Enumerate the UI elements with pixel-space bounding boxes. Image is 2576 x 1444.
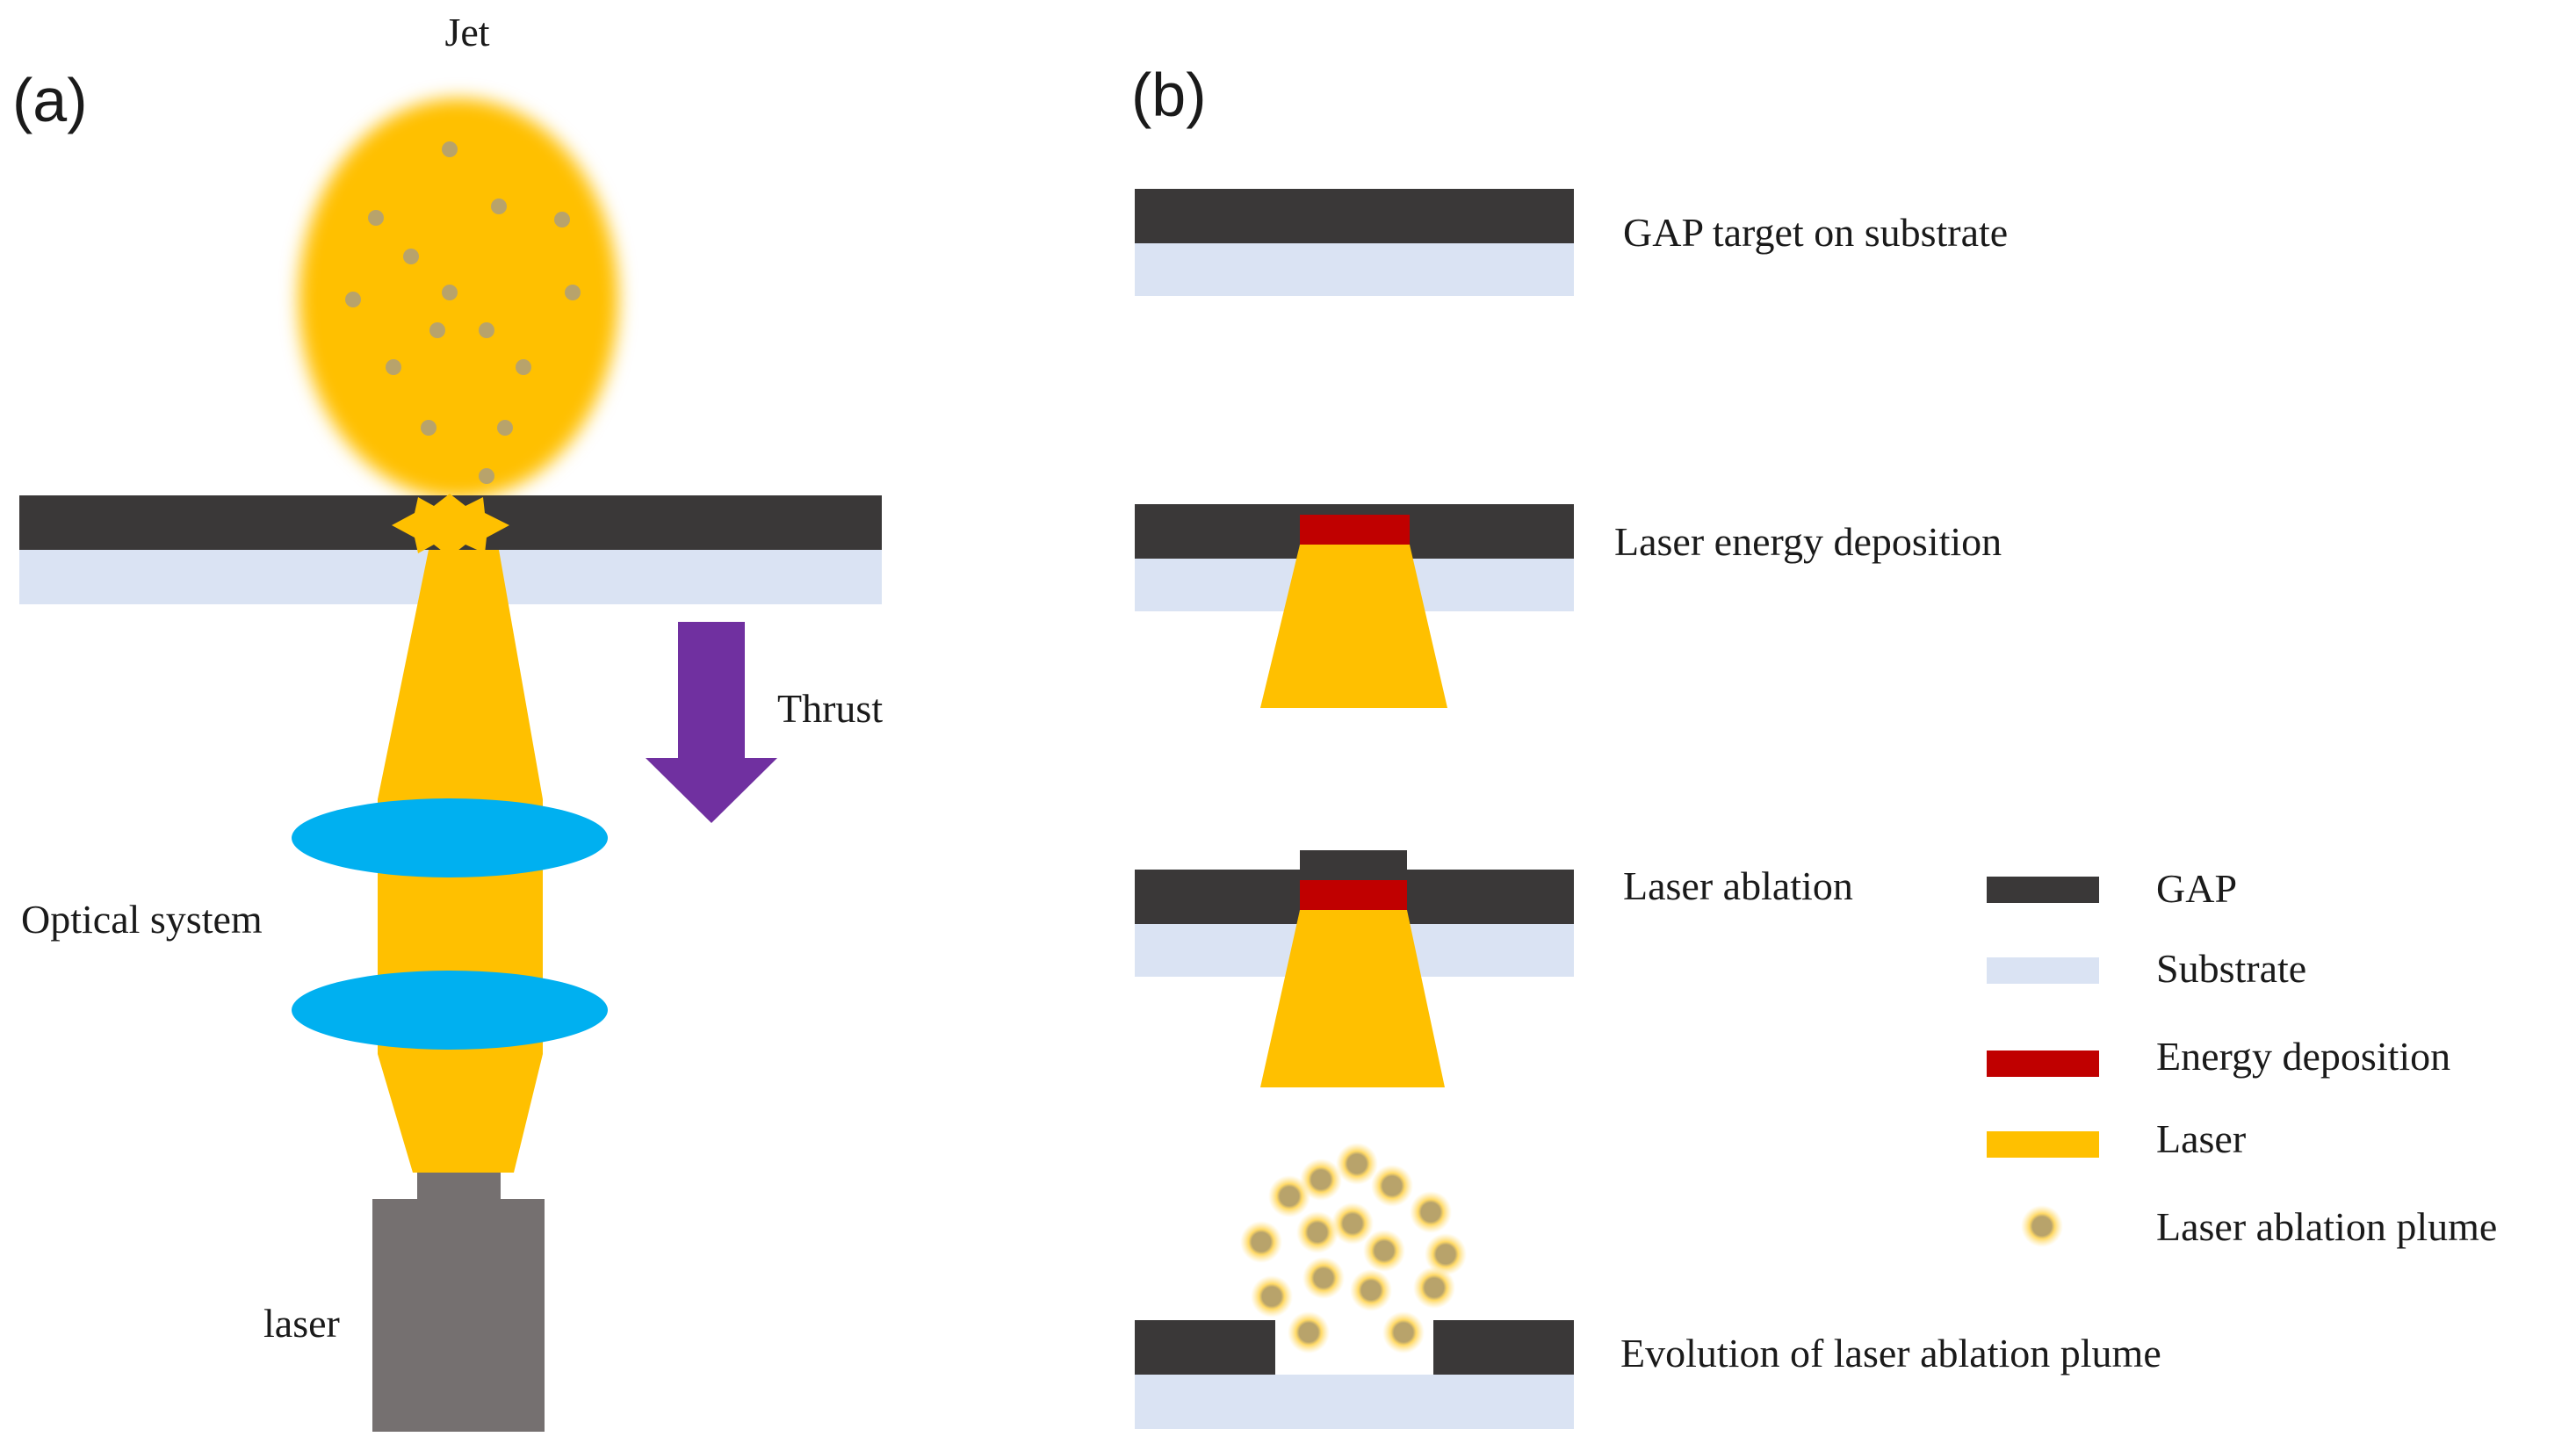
thrust-arrow-icon xyxy=(646,622,777,823)
plume-particle-icon xyxy=(2021,1205,2063,1247)
thrust-label: Thrust xyxy=(777,686,883,731)
step-3-label: Laser ablation xyxy=(1623,863,1853,908)
step-plume-evolution: Evolution of laser ablation plume xyxy=(1135,1143,2161,1429)
svg-text:Substrate: Substrate xyxy=(2156,946,2306,991)
step-4-label: Evolution of laser ablation plume xyxy=(1620,1331,2161,1375)
step-energy-deposition: Laser energy deposition xyxy=(1135,504,2002,708)
jet-plume xyxy=(299,98,618,499)
panel-b-label: (b) xyxy=(1131,61,1207,129)
legend-item-laser: Laser xyxy=(1987,1116,2246,1161)
panel-a: (a) xyxy=(12,10,883,1432)
jet-label: Jet xyxy=(444,10,489,54)
lens-upper xyxy=(292,798,608,877)
legend-item-energy-deposition: Energy deposition xyxy=(1987,1034,2450,1079)
step-gap-target: GAP target on substrate xyxy=(1135,189,2008,296)
laser-label: laser xyxy=(263,1301,340,1346)
svg-text:GAP: GAP xyxy=(2156,866,2237,911)
svg-text:Laser: Laser xyxy=(2156,1116,2246,1161)
panel-b: (b) GAP target on substrate Laser energy… xyxy=(1131,61,2497,1429)
step-2-label: Laser energy deposition xyxy=(1614,519,2002,564)
legend-item-gap: GAP xyxy=(1987,866,2237,911)
legend-item-plume: Laser ablation plume xyxy=(2021,1204,2497,1249)
legend: GAP Substrate Energy deposition Laser La… xyxy=(1987,866,2497,1249)
jet-particles xyxy=(345,141,581,484)
ablation-plume xyxy=(1240,1143,1467,1354)
optical-system-label: Optical system xyxy=(21,897,263,942)
laser-device-nozzle xyxy=(417,1173,501,1201)
laser-device xyxy=(372,1199,545,1432)
svg-text:Energy deposition: Energy deposition xyxy=(2156,1034,2450,1079)
legend-item-substrate: Substrate xyxy=(1987,946,2306,991)
focal-spark-icon xyxy=(392,494,509,557)
panel-a-label: (a) xyxy=(12,66,88,134)
lens-lower xyxy=(292,971,608,1050)
svg-text:Laser ablation plume: Laser ablation plume xyxy=(2156,1204,2497,1249)
step-laser-ablation: Laser ablation xyxy=(1135,850,1853,1087)
step-1-label: GAP target on substrate xyxy=(1623,210,2008,255)
